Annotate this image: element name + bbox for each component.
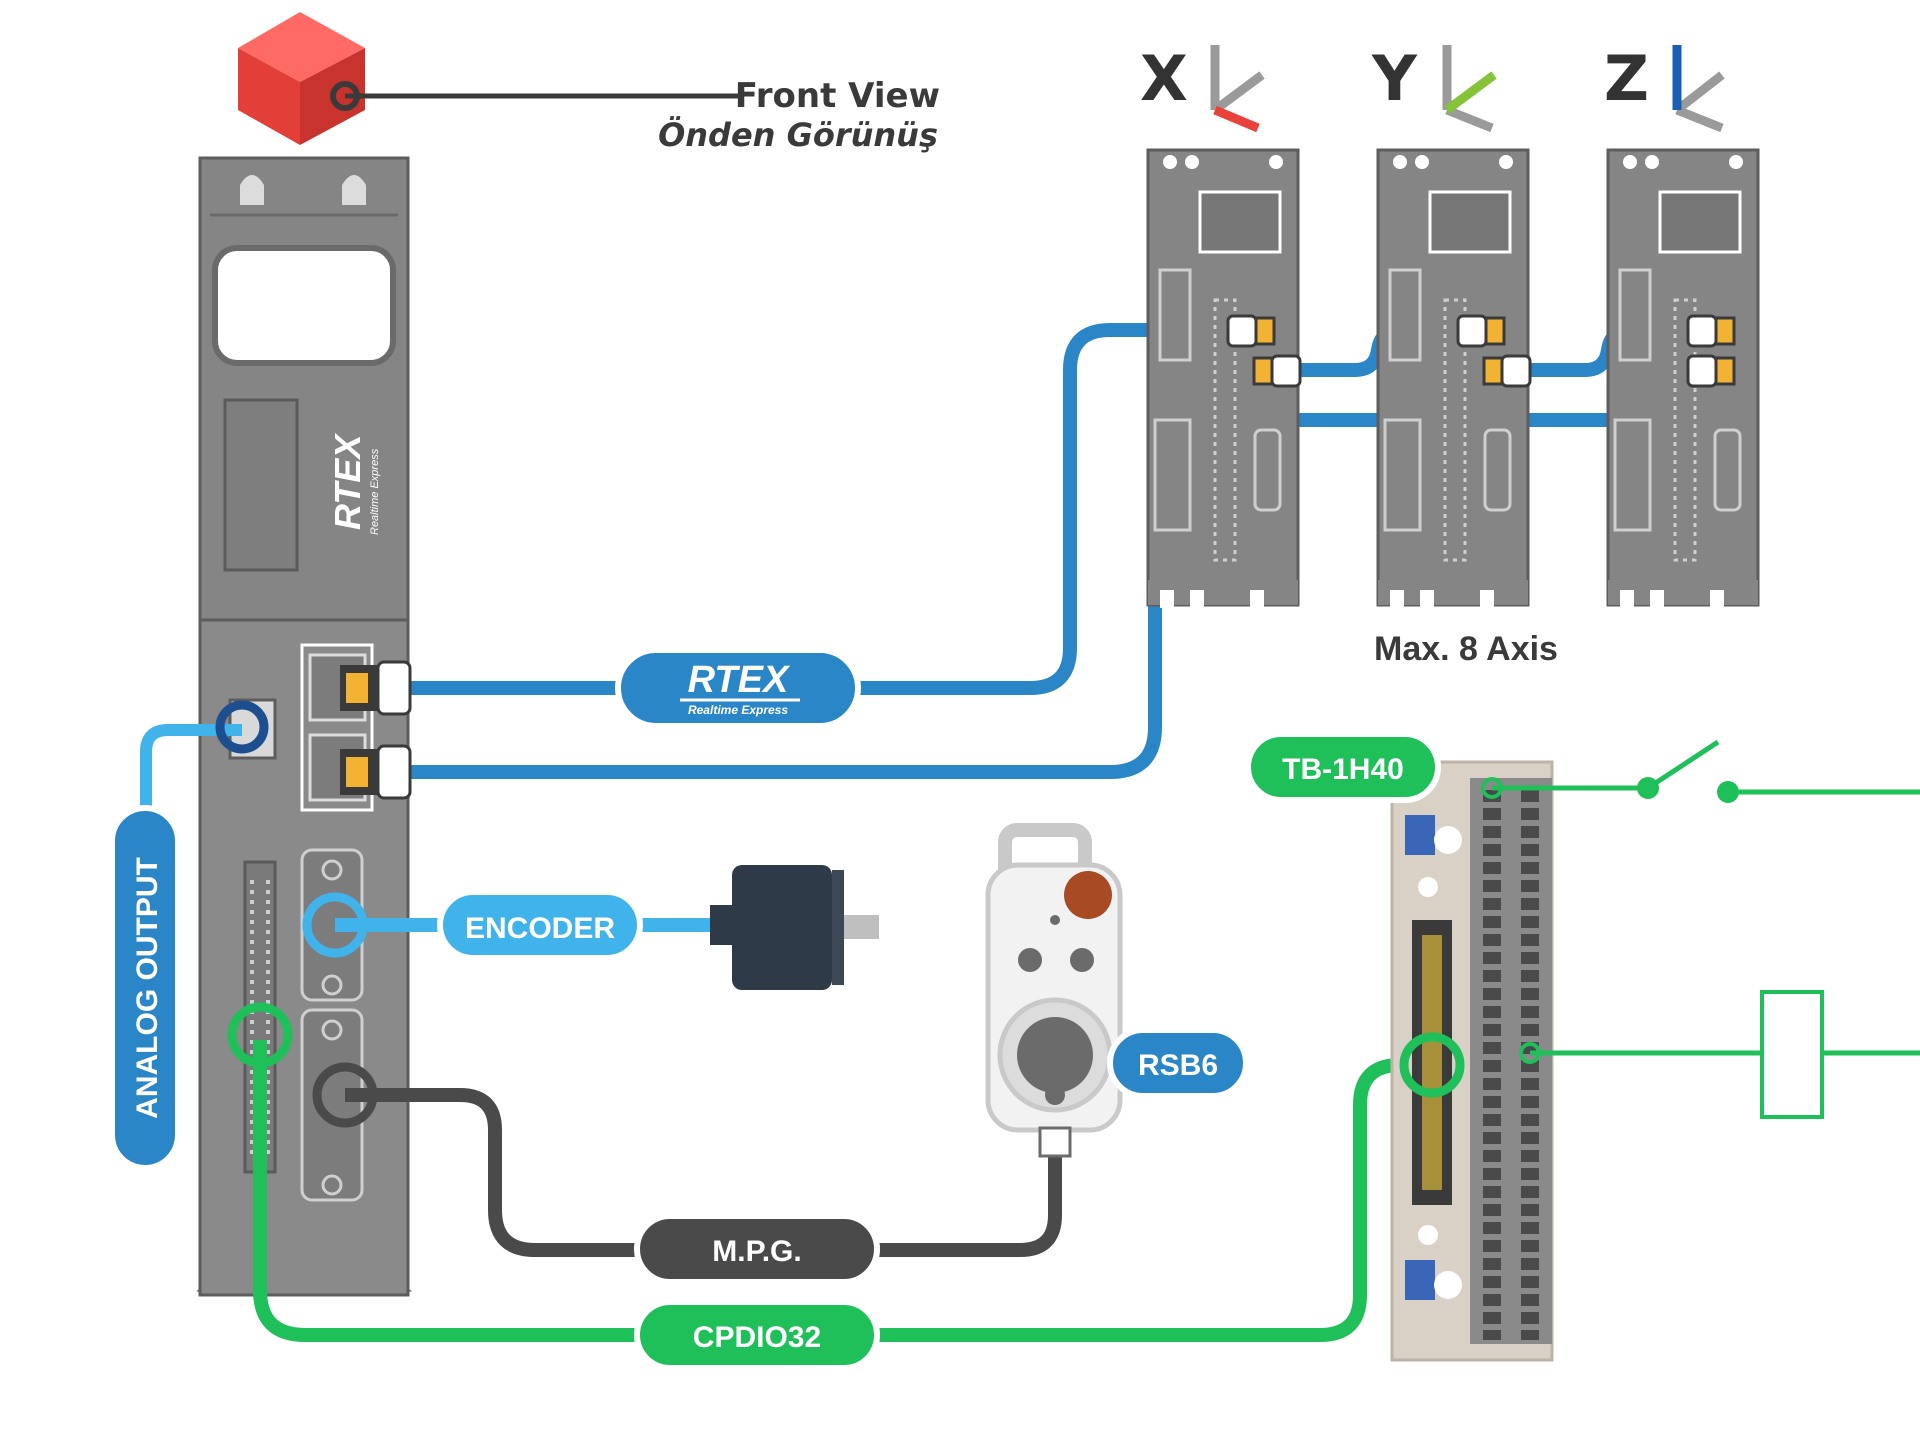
drive-plugs-icon	[1226, 314, 1736, 388]
cpdio-label: CPDIO32	[693, 1321, 821, 1354]
max-axis-label: Max. 8 Axis	[1374, 630, 1558, 668]
rj45-plug-2-icon	[340, 744, 412, 800]
mpg-handwheel-icon	[985, 823, 1123, 1158]
cpdio-cable	[253, 1040, 1430, 1342]
encoder-pill: ENCODER	[437, 889, 643, 961]
rsb6-label: RSB6	[1138, 1049, 1218, 1082]
axis-y-arrows-icon	[1442, 45, 1497, 133]
load-symbol-icon	[1519, 990, 1920, 1119]
rtex-pill-sublabel: Realtime Express	[688, 703, 788, 717]
mpg-cable	[345, 1088, 1062, 1257]
axis-y-letter: Y	[1371, 42, 1418, 115]
front-view-label-tr: Önden Görünüş	[658, 116, 938, 154]
axis-z-letter: Z	[1604, 42, 1649, 115]
terminal-block	[1390, 760, 1554, 1362]
terminal-pill: TB-1H40	[1245, 731, 1441, 803]
analog-output-pill: ANALOG OUTPUT	[109, 805, 181, 1171]
rtex-cable-1	[400, 323, 1230, 695]
rtex-pill: RTEX Realtime Express	[615, 647, 861, 729]
analog-output-label: ANALOG OUTPUT	[131, 857, 164, 1119]
rsb6-pill: RSB6	[1107, 1027, 1249, 1099]
controller-brand: RTEX	[327, 433, 368, 530]
mpg-pill: M.P.G.	[634, 1213, 880, 1285]
switch-symbol-icon	[1481, 739, 1920, 803]
analog-output-port-ring	[215, 700, 269, 754]
cpdio-port-ring	[227, 1002, 293, 1068]
axis-x-letter: X	[1140, 42, 1188, 115]
servo-drive-y	[1376, 148, 1530, 608]
encoder-label: ENCODER	[465, 912, 615, 945]
analog-output-cable	[140, 724, 242, 820]
rtex-controller: RTEX Realtime Express	[196, 156, 413, 1297]
front-view-cube-icon	[238, 12, 365, 145]
cpdio-pill: CPDIO32	[634, 1299, 880, 1371]
encoder-port-ring	[302, 892, 368, 958]
axis-z-arrows-icon	[1672, 45, 1725, 133]
terminal-connector-ring	[1399, 1032, 1465, 1098]
mpg-port-ring	[312, 1062, 378, 1128]
encoder-device-icon	[710, 865, 879, 990]
front-view-label: Front View	[735, 76, 940, 116]
axis-x-arrows-icon	[1210, 45, 1265, 133]
rtex-pill-label: RTEX	[688, 659, 791, 701]
mpg-label: M.P.G.	[712, 1235, 801, 1268]
controller-brand-sub: Realtime Express	[369, 448, 381, 535]
rj45-plug-1-icon	[340, 660, 412, 716]
terminal-label: TB-1H40	[1282, 753, 1404, 786]
